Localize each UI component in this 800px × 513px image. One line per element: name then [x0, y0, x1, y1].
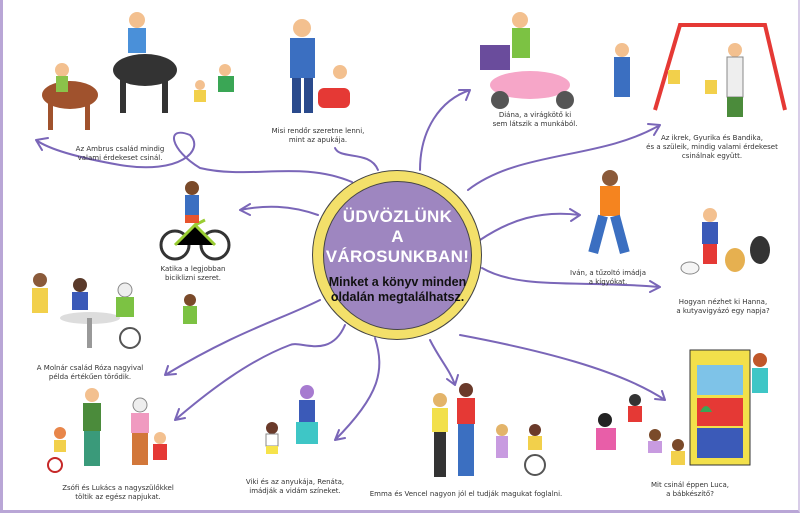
caption-line: Az ikrek, Gyurika és Bandika,	[660, 134, 764, 142]
caption-line: töltik az egész napjukat.	[75, 493, 161, 501]
grandparents-illustration	[47, 388, 167, 473]
caption-line: mint az apukája.	[288, 136, 348, 144]
cyclist-illustration	[159, 181, 231, 261]
arrow-misi	[334, 147, 379, 171]
caption-viki: Viki és az anyukája, Renáta,imádják a vi…	[246, 478, 344, 496]
arrow-hanna	[481, 267, 661, 293]
welcome-subtitle-line: Minket a könyv minden	[328, 274, 467, 289]
arrow-zsofi	[174, 324, 346, 421]
dog-walker-illustration	[680, 208, 770, 275]
caption-line: a bábkészítő?	[666, 490, 714, 498]
horse-riders-illustration	[42, 12, 234, 130]
caption-line: Katika a legjobban	[160, 265, 226, 273]
caption-line: Viki és az anyukája, Renáta,	[245, 478, 345, 486]
welcome-badge: ÜDVÖZLÜNK A VÁROSUNKBAN! Minket a könyv …	[312, 170, 482, 340]
caption-line: Misi rendőr szeretne lenni,	[271, 127, 365, 135]
caption-ikrek: Az ikrek, Gyurika és Bandika,és a szülei…	[646, 134, 778, 161]
arrow-ambrus	[35, 131, 353, 183]
caption-line: biciklizni szeret.	[164, 274, 222, 282]
arrow-katika	[239, 203, 319, 216]
caption-emma: Emma és Vencel nagyon jól el tudják magu…	[370, 490, 563, 499]
puppet-theater-illustration	[596, 349, 768, 466]
arrow-viki	[334, 337, 381, 441]
arrow-emma	[429, 339, 459, 386]
caption-hanna: Hogyan nézhet ki Hanna,a kutyavigyázó eg…	[676, 298, 769, 316]
arrow-luca	[459, 334, 666, 401]
caption-line: a kutyavigyázó egy napja?	[676, 307, 770, 315]
swings-illustration	[614, 23, 787, 117]
welcome-title-line: A VÁROSUNKBAN!	[325, 226, 470, 266]
family-table-illustration	[32, 273, 197, 349]
caption-line: A Molnár család Róza nagyival	[36, 364, 144, 372]
caption-line: valami érdekeset csinál.	[77, 154, 163, 162]
caption-line: csinálnak együtt.	[681, 152, 743, 160]
caption-misi: Misi rendőr szeretne lenni,mint az apuká…	[272, 127, 365, 145]
caption-line: Diána, a virágkötő ki	[498, 111, 572, 119]
arrow-ivan	[479, 208, 581, 241]
caption-luca: Mit csinál éppen Luca,a bábkészítő?	[651, 481, 729, 499]
welcome-badge-inner: ÜDVÖZLÜNK A VÁROSUNKBAN! Minket a könyv …	[323, 181, 472, 330]
welcome-subtitle-line: oldalán megtalálhatsz.	[330, 289, 465, 304]
welcome-title-line: ÜDVÖZLÜNK	[342, 206, 453, 226]
caption-line: Hogyan nézhet ki Hanna,	[678, 298, 768, 306]
runner-illustration	[588, 170, 630, 254]
arrow-molnar	[164, 299, 321, 376]
police-illustration	[290, 19, 350, 113]
caption-line: Emma és Vencel nagyon jól el tudják magu…	[369, 490, 563, 498]
caption-line: Mit csinál éppen Luca,	[650, 481, 730, 489]
caption-line: Iván, a tűzoltó imádja	[570, 269, 646, 277]
florist-scooter-illustration	[480, 12, 574, 109]
arrow-diana	[419, 89, 471, 171]
welcome-subtitle: Minket a könyv minden oldalán megtalálha…	[329, 275, 467, 305]
caption-line: példa értékűen törődik.	[48, 373, 132, 381]
caption-line: sem látszik a munkából.	[492, 120, 578, 128]
caption-line: Zsófi és Lukács a nagyszülőkkel	[62, 484, 174, 492]
caption-line: Az Ambrus család mindig	[75, 145, 165, 153]
caption-line: imádják a vidám színeket.	[249, 487, 341, 495]
arrow-ikrek	[467, 123, 661, 191]
emma-vencel-illustration	[432, 383, 546, 477]
caption-line: és a szüleik, mindig valami érdekeset	[646, 143, 778, 151]
welcome-title: ÜDVÖZLÜNK A VÁROSUNKBAN!	[324, 207, 471, 267]
caption-line: a kígyókat.	[588, 278, 628, 286]
mother-daughter-illustration	[265, 385, 318, 454]
